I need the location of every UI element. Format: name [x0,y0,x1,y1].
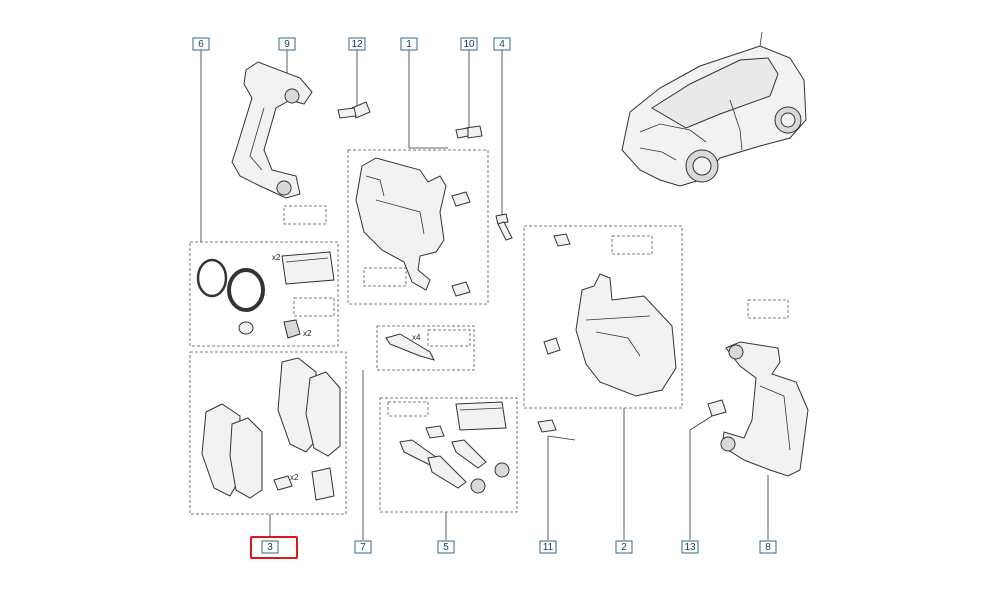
callout-3-label: 3 [267,542,273,553]
carrier-bracket-left [231,61,313,199]
callout-10-label: 10 [463,39,475,50]
seal-kit-qty-x2: x2 [272,253,281,262]
callout-3[interactable]: 3 [261,540,279,554]
callout-5[interactable]: 5 [437,540,455,554]
callout-11[interactable]: 11 [539,540,557,554]
label-tag-6 [611,235,653,255]
callout-9[interactable]: 9 [278,37,296,51]
callout-1[interactable]: 1 [400,37,418,51]
group-boxes [189,149,789,515]
callout-7[interactable]: 7 [354,540,372,554]
brake-pad-set: x2 [201,357,341,501]
seal-kit: x2 x2 [196,251,335,339]
anti-rattle-clip: x4 [385,333,435,361]
callout-5-label: 5 [443,542,449,553]
callout-9-label: 9 [284,39,290,50]
clip-qty-x4: x4 [412,333,421,342]
caliper-left [355,157,471,297]
callout-12-label: 12 [351,39,363,50]
label-tag-5 [387,401,429,417]
selected-callout-highlight [250,536,298,559]
callout-8[interactable]: 8 [759,540,777,554]
clip-box [376,325,475,371]
bushing-qty-x2: x2 [303,329,312,338]
brake-pad-set-box [189,351,347,515]
callout-6[interactable]: 6 [192,37,210,51]
callout-6-label: 6 [198,39,204,50]
small-bolts-top [337,101,513,241]
label-tag-2 [363,267,407,287]
carrier-bracket-right [707,341,809,477]
car-illustration [621,31,807,187]
callout-7-label: 7 [360,542,366,553]
callout-4-label: 4 [499,39,505,50]
callout-2-label: 2 [621,542,627,553]
caliper-right [543,233,677,397]
pad-bolt-qty-x2: x2 [290,473,299,482]
caliper-left-box [347,149,489,305]
bolt-11 [537,419,557,433]
callout-13[interactable]: 13 [681,540,699,554]
label-tag-4 [427,329,471,347]
label-tag-7 [747,299,789,319]
callout-12[interactable]: 12 [348,37,366,51]
seal-kit-box [189,241,339,347]
callout-1-label: 1 [406,39,412,50]
callout-2[interactable]: 2 [615,540,633,554]
label-tag-3 [293,297,335,317]
callout-13-label: 13 [684,542,696,553]
leader-lines [200,50,769,540]
guide-pin-kit-box [379,397,518,513]
callout-4[interactable]: 4 [493,37,511,51]
callout-10[interactable]: 10 [460,37,478,51]
callout-8-label: 8 [765,542,771,553]
callout-11-label: 11 [543,542,554,553]
guide-pin-kit [399,401,510,494]
label-tag-1 [283,205,327,225]
